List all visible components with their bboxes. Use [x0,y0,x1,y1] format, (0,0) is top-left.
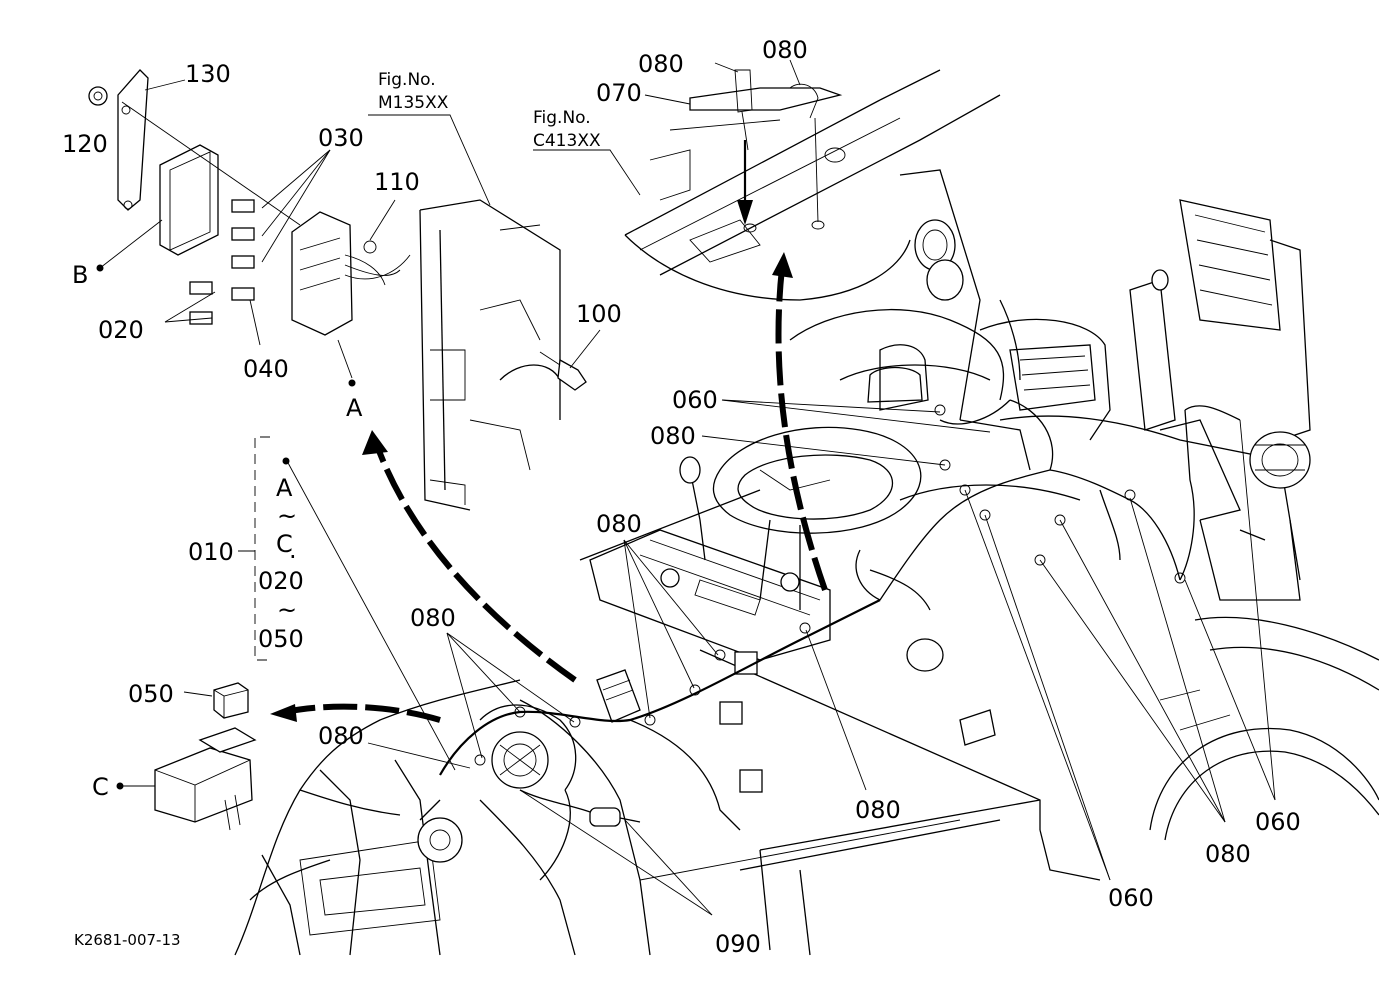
label-080: 080 [762,36,808,64]
bracket-tilde-1: ~ [277,502,297,530]
leader-lines [367,399,1276,916]
tractor-body-outline [234,169,1379,956]
bracket-to-letter: C [276,530,293,558]
label-090: 090 [715,930,761,958]
part-labels: 130 120 030 110 B 020 040 A 100 Fig.No. … [62,36,1301,958]
set-bracket [238,436,456,771]
label-060: 060 [1108,884,1154,912]
bracket-dot: · [289,543,297,571]
fig-ref-prefix-2: Fig.No. [533,108,591,128]
label-080: 080 [638,50,684,78]
fig-ref-code-2: C413XX [533,131,601,151]
label-120: 120 [62,130,108,158]
label-050: 050 [128,680,174,708]
alternator-icon [491,731,549,789]
sensor-icon [589,807,621,827]
label-060: 060 [672,386,718,414]
bracket-to-part: 050 [258,625,304,653]
fig-ref-code-1: M135XX [378,93,449,113]
pedal-icon [959,709,996,746]
fuse-icon [189,199,255,325]
label-080: 080 [410,604,456,632]
fig-ref-prefix-1: Fig.No. [378,70,436,90]
bracket-from-letter: A [276,474,293,502]
callout-b: B [72,261,88,289]
callout-arrows [270,252,828,723]
bracket-tilde-2: ~ [277,596,297,624]
starter-icon [417,817,463,863]
label-080: 080 [855,796,901,824]
label-100: 100 [576,300,622,328]
fender-subview [533,59,1001,301]
callout-a: A [346,394,363,422]
fuse-box-exploded-view [88,69,411,379]
label-040: 040 [243,355,289,383]
figure-code: K2681-007-13 [74,931,181,949]
label-110: 110 [374,168,420,196]
rear-lamp-icon [1249,431,1311,489]
bracket-from-part: 020 [258,567,304,595]
label-070: 070 [596,79,642,107]
knob-icon [660,568,800,592]
rear-lamp-icon [914,219,964,301]
wire-harness [419,299,1266,881]
relay-box-c [154,682,257,831]
callout-dots [96,264,356,790]
label-080: 080 [650,422,696,450]
panel-subview [368,114,601,511]
label-030: 030 [318,124,364,152]
bolt-icon [539,351,587,391]
nut-icon [88,86,108,106]
relay-icon [719,651,763,793]
label-080: 080 [1205,840,1251,868]
label-060: 060 [1255,808,1301,836]
label-080: 080 [318,722,364,750]
label-020: 020 [98,316,144,344]
horn-icon [906,638,944,672]
callout-c: C [92,773,109,801]
label-130: 130 [185,60,231,88]
label-080: 080 [596,510,642,538]
fuse-box-icon [596,669,641,723]
label-010: 010 [188,538,234,566]
